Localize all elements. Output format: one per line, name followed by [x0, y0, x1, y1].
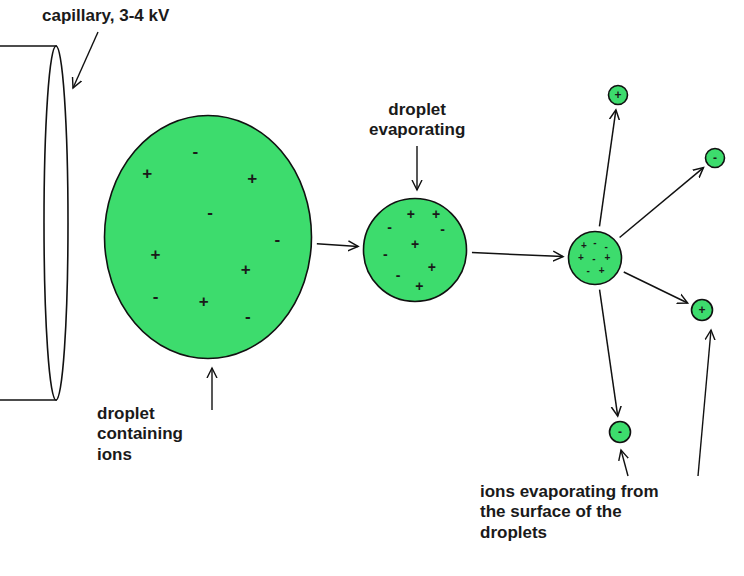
charge-sign: -: [605, 242, 608, 252]
charge-sign: +: [578, 253, 584, 263]
charge-sign: -: [193, 142, 199, 159]
charge-sign: +: [142, 165, 152, 182]
charge-sign: -: [713, 152, 717, 164]
component-label: capillary, 3-4 kV: [42, 6, 169, 26]
charge-sign: -: [153, 288, 159, 305]
charge-sign: +: [604, 253, 610, 263]
flow-arrow: [620, 168, 704, 238]
charge-sign: +: [428, 260, 436, 274]
droplet: - + + - - + + - + -: [103, 114, 313, 360]
charge-sign: +: [411, 237, 419, 251]
ion: -: [704, 147, 726, 169]
ion: -: [608, 420, 632, 444]
flow-arrow: [472, 253, 563, 257]
flow-arrow: [317, 244, 358, 247]
flow-arrow: [599, 110, 615, 226]
droplet: +--+-+-+: [567, 230, 623, 286]
charge-sign: -: [274, 231, 280, 248]
callout-label: ions evaporating from the surface of the…: [480, 482, 660, 543]
charge-sign: -: [383, 247, 388, 261]
charge-sign: +: [698, 304, 705, 316]
charge-sign: -: [207, 204, 213, 221]
flow-arrow: [600, 290, 618, 416]
charge-sign: +: [247, 169, 257, 186]
charge-sign: +: [614, 89, 621, 101]
ion: +: [607, 84, 629, 106]
charge-sign: -: [618, 426, 622, 438]
charge-sign: -: [593, 238, 596, 248]
flow-arrow: [624, 272, 688, 303]
charge-sign: +: [151, 246, 161, 263]
charge-sign: -: [587, 266, 590, 276]
charge-sign: -: [396, 268, 401, 282]
charge-sign: +: [581, 241, 587, 251]
callout-label: droplet evaporating: [369, 100, 465, 141]
charge-sign: +: [599, 266, 605, 276]
charge-sign: -: [440, 222, 445, 236]
charge-sign: -: [592, 254, 595, 264]
charge-sign: +: [199, 292, 209, 309]
charge-sign: +: [407, 207, 415, 221]
charge-sign: +: [432, 207, 440, 221]
charge-sign: +: [241, 260, 251, 277]
charge-sign: -: [245, 307, 251, 324]
droplet: ++--+-+-+: [362, 197, 468, 303]
droplet-outline: [103, 114, 313, 360]
ion: +: [690, 298, 714, 322]
charge-sign: +: [415, 279, 423, 293]
leader-lines: [73, 32, 711, 476]
charge-sign: -: [387, 220, 392, 234]
callout-label: droplet containing ions: [97, 404, 183, 465]
capillary: [0, 46, 68, 400]
